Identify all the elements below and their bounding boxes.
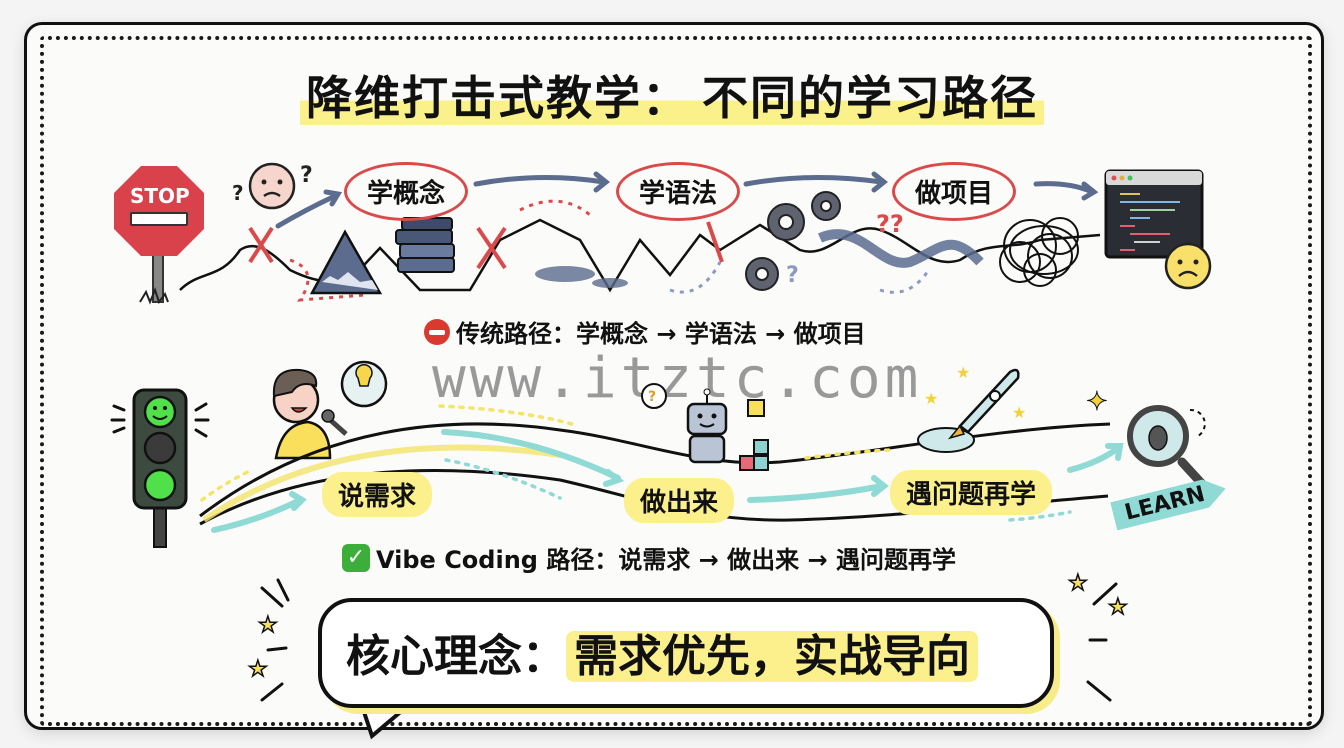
rocket-icon: ★ ★ ★: [917, 363, 1026, 453]
red-x-icon: [248, 221, 724, 270]
title-part2: 不同的学习路径: [696, 71, 1044, 125]
svg-text:★: ★: [258, 613, 278, 638]
core-idea-highlight: 需求优先，实战导向: [566, 631, 978, 682]
title-part1: 降维打击式教学：: [300, 71, 696, 125]
stop-sign-label: STOP: [130, 184, 190, 208]
check-icon: ✓: [342, 543, 370, 572]
no-entry-icon: [424, 318, 450, 345]
robot-icon: ?: [641, 383, 769, 471]
confused-face-icon: ? ?: [232, 162, 313, 210]
code-window-icon: [1104, 169, 1204, 259]
core-idea-text: 核心理念：需求优先，实战导向: [346, 620, 978, 684]
step-learn-on-problem: 遇问题再学: [890, 470, 1053, 515]
svg-text:?: ?: [300, 163, 313, 188]
vibe-caption-text: Vibe Coding 路径：说需求 → 做出来 → 遇问题再学: [376, 546, 956, 574]
stop-sign-icon: [114, 166, 204, 256]
step-learn-syntax: 学语法: [616, 162, 741, 221]
step-do-project: 做项目: [892, 162, 1017, 221]
page-title: 降维打击式教学：不同的学习路径: [0, 62, 1344, 128]
watermark: www.itztc.com: [432, 346, 923, 411]
svg-text:★: ★: [1068, 571, 1088, 596]
svg-text:★: ★: [1108, 595, 1128, 620]
lightbulb-icon: [340, 360, 388, 408]
step-say-needs: 说需求: [322, 472, 433, 517]
sparkle-icon: ✦: [1086, 387, 1108, 417]
svg-text:★: ★: [956, 363, 970, 382]
svg-text:★: ★: [924, 389, 938, 408]
svg-text:★: ★: [1012, 403, 1026, 422]
gears-icon: [745, 191, 841, 291]
core-idea-label: 核心理念：: [346, 631, 566, 682]
sad-face-icon: [1164, 242, 1212, 290]
stop-sign-bar: [130, 212, 188, 226]
magnifier-bug-icon: [1127, 405, 1209, 491]
traffic-light-icon: [110, 388, 210, 548]
step-build-it: 做出来: [624, 478, 735, 523]
svg-text:??: ??: [876, 210, 904, 238]
books-icon: [395, 217, 455, 273]
traditional-caption: 传统路径：学概念 → 学语法 → 做项目: [424, 314, 866, 349]
speaking-person-icon: [272, 368, 348, 460]
step-learn-concepts: 学概念: [344, 162, 469, 221]
svg-text:★: ★: [248, 657, 268, 682]
vibe-caption: ✓ Vibe Coding 路径：说需求 → 做出来 → 遇问题再学: [342, 540, 956, 575]
step-arrows: [275, 171, 1099, 229]
svg-text:?: ?: [232, 181, 244, 205]
svg-text:?: ?: [786, 263, 799, 288]
traditional-caption-text: 传统路径：学概念 → 学语法 → 做项目: [456, 320, 866, 348]
tangled-wire-icon: [999, 217, 1079, 287]
svg-text:?: ?: [648, 389, 656, 405]
